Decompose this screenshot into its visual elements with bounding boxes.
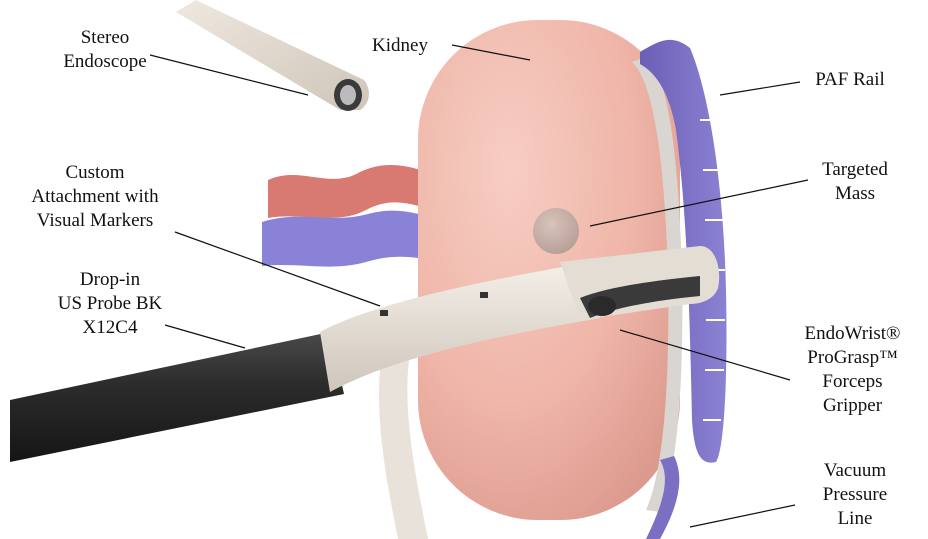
renal-vein — [262, 211, 440, 267]
label-drop-in-probe: Drop-in US Probe BK X12C4 — [40, 268, 180, 340]
probe-shaft — [10, 332, 344, 462]
stereo-endoscope — [176, 0, 369, 111]
label-custom-attachment: Custom Attachment with Visual Markers — [20, 161, 170, 233]
label-stereo-endoscope: Stereo Endoscope — [55, 26, 155, 74]
label-forceps: EndoWrist® ProGrasp™ Forceps Gripper — [790, 322, 915, 418]
label-targeted-mass: Targeted Mass — [805, 158, 905, 206]
leader-paf-rail — [720, 82, 800, 95]
targeted-mass — [533, 208, 579, 254]
renal-artery — [268, 165, 440, 218]
leader-vacuum — [690, 505, 795, 527]
label-paf-rail: PAF Rail — [795, 68, 905, 92]
label-kidney: Kidney — [350, 34, 450, 58]
label-vacuum-line: Vacuum Pressure Line — [805, 459, 905, 531]
